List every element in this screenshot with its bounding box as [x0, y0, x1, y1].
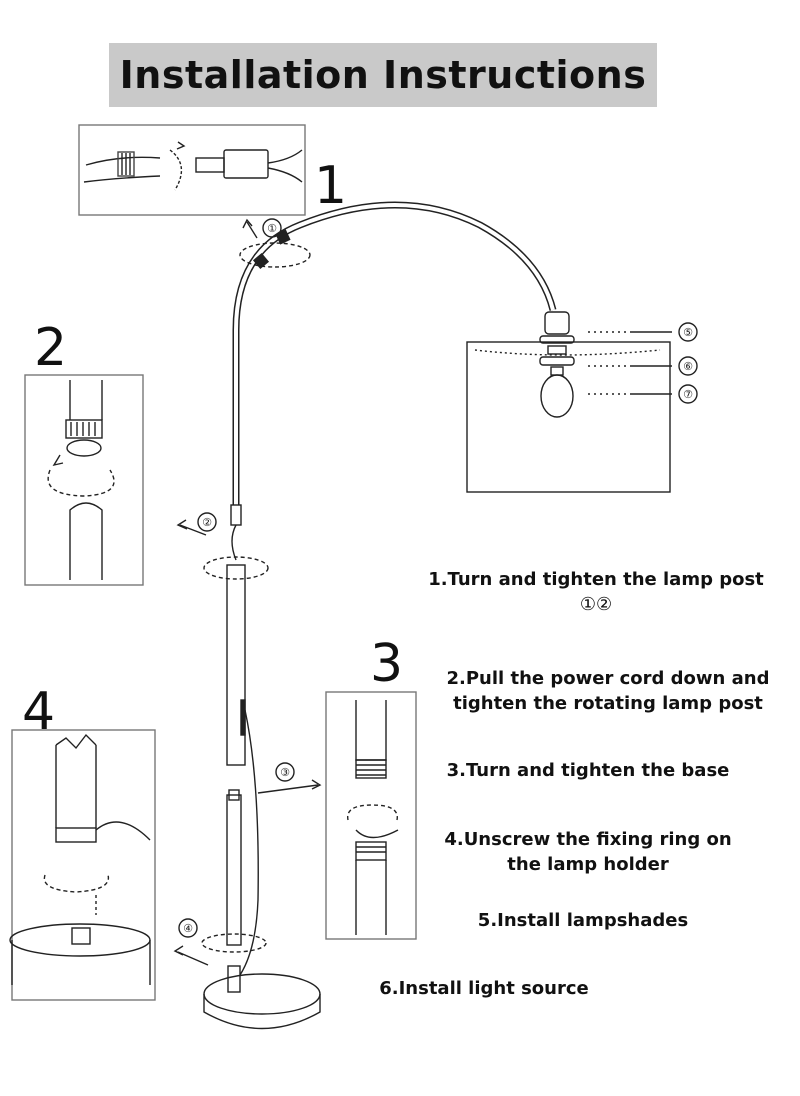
lamp-pole: [173, 519, 322, 1030]
detail-box-3: [325, 691, 417, 940]
step-5-text: 5.Install lampshades: [477, 910, 689, 931]
step-4: 4.Unscrew the fixing ring on the lamp ho…: [418, 827, 758, 877]
detail-box-2: [24, 374, 144, 586]
step-2-line2: tighten the rotating lamp post: [453, 693, 763, 714]
step-4-line2: the lamp holder: [507, 854, 669, 875]
detail-box-1: [78, 124, 306, 216]
callout-label-6: ⑥: [683, 360, 693, 373]
step-2: 2.Pull the power cord down and tighten t…: [410, 666, 800, 716]
step-1-text: 1.Turn and tighten the lamp post: [428, 569, 764, 590]
lamp-arm: [230, 201, 557, 561]
step-6-text: 6.Install light source: [379, 978, 589, 999]
panel-number-4: 4: [22, 682, 56, 742]
callout-circle-2: [197, 512, 217, 532]
callout-label-4: ④: [183, 922, 193, 935]
callout-label-7: ⑦: [683, 388, 693, 401]
step-3-text: 3.Turn and tighten the base: [446, 760, 730, 781]
page-title: Installation Instructions: [119, 53, 647, 97]
callout-label-3: ③: [280, 766, 290, 779]
callout-circle-3: [275, 762, 295, 782]
callout-circle-1: [262, 218, 282, 238]
panel-number-2: 2: [34, 318, 68, 378]
step-1: 1.Turn and tighten the lamp post ①②: [396, 567, 796, 617]
callout-circle-6: [678, 356, 698, 376]
callout-circles: [178, 218, 698, 938]
step-4-line1: 4.Unscrew the fixing ring on: [444, 829, 732, 850]
callout-circle-5: [678, 322, 698, 342]
panel-number-3: 3: [370, 634, 404, 694]
step-5: 5.Install lampshades: [430, 908, 736, 933]
callout-label-5: ⑤: [683, 326, 693, 339]
callout-label-1: ①: [267, 222, 277, 235]
lamp-shade: [466, 311, 672, 493]
title-banner: Installation Instructions: [109, 43, 657, 107]
callout-label-2: ②: [202, 516, 212, 529]
step-6: 6.Install light source: [340, 976, 628, 1001]
step-1-sub: ①②: [579, 594, 613, 615]
callout-circle-4: [178, 918, 198, 938]
step-2-line1: 2.Pull the power cord down and: [446, 668, 770, 689]
callout-circle-7: [678, 384, 698, 404]
detail-box-4: [9, 729, 156, 1001]
panel-number-1: 1: [314, 156, 348, 216]
step-3: 3.Turn and tighten the base: [418, 758, 758, 783]
